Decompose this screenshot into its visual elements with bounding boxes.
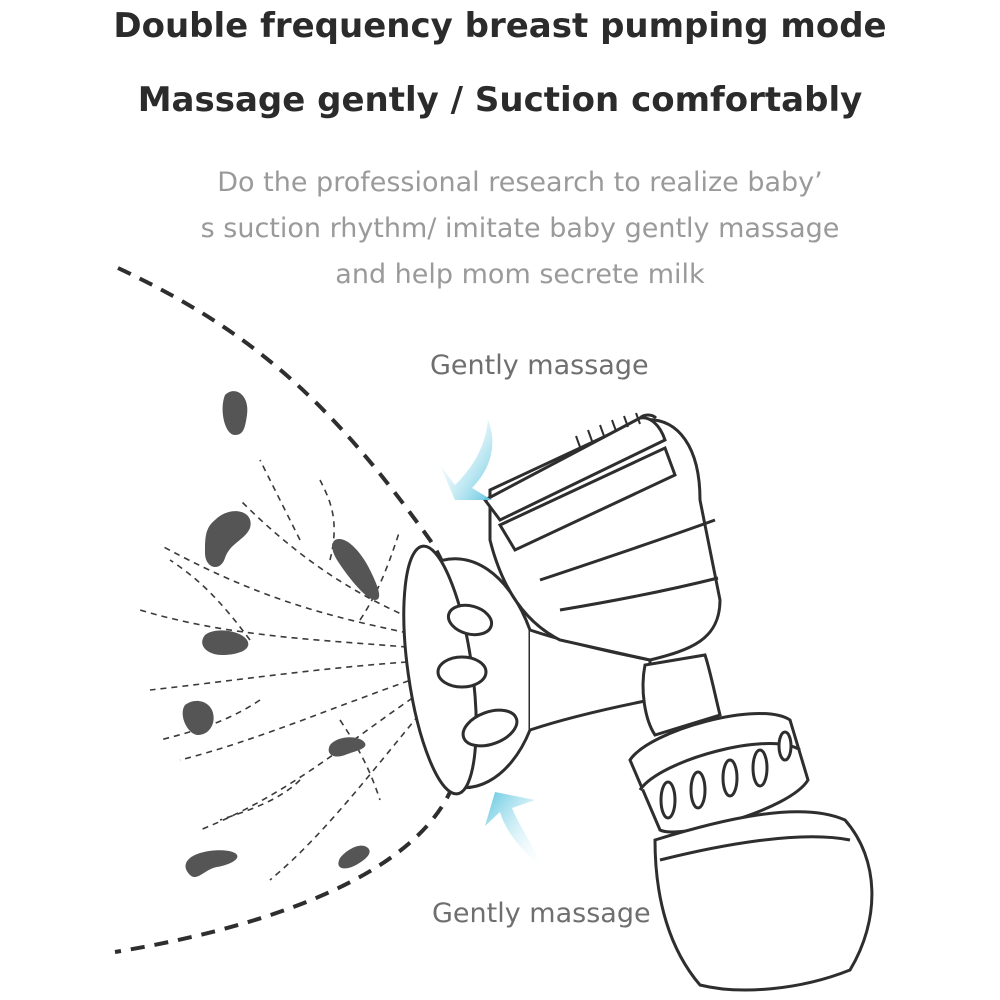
description-line-3: and help mom secrete milk <box>335 259 705 290</box>
milk-ducts <box>139 459 441 881</box>
milk-bottle <box>653 810 874 992</box>
heading-line-2: Massage gently / Suction comfortably <box>137 80 863 120</box>
milk-glands <box>182 391 380 878</box>
heading-line-1: Double frequency breast pumping mode <box>113 6 887 46</box>
breast-shield <box>402 544 652 796</box>
pump-neck <box>641 653 722 737</box>
bottle-collar <box>628 712 810 834</box>
curved-arrow-down-icon <box>440 420 493 500</box>
description-line-1: Do the professional research to realize … <box>217 167 823 198</box>
pump-motor-housing <box>482 413 722 662</box>
pump-grip-ridges <box>575 412 641 448</box>
description-line-2: s suction rhythm/ imitate baby gently ma… <box>200 213 840 244</box>
label-gently-massage-top: Gently massage <box>430 350 649 381</box>
description: Do the professional research to realize … <box>150 160 890 298</box>
label-gently-massage-bottom: Gently massage <box>432 898 651 929</box>
curved-arrow-up-icon <box>485 792 545 870</box>
